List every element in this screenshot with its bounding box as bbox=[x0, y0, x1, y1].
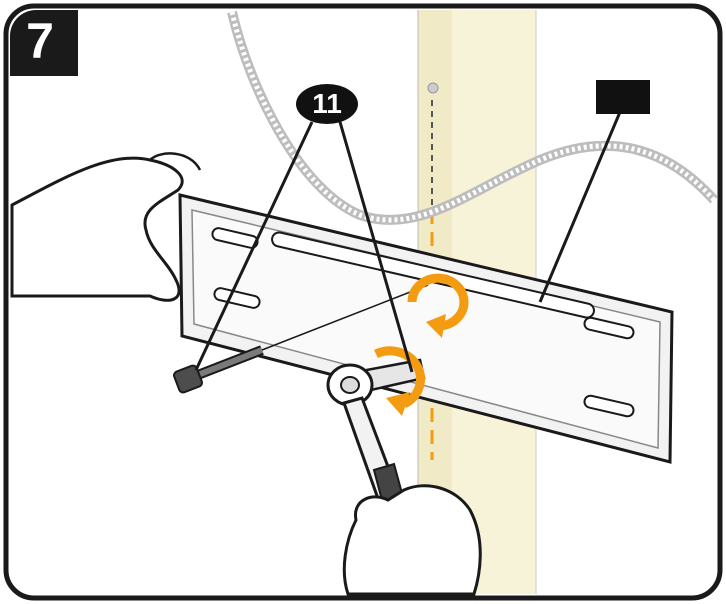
lag-bolt bbox=[173, 284, 429, 394]
leader-line-wall-plate bbox=[538, 111, 622, 303]
wall-plate-callout bbox=[596, 80, 650, 114]
part-callout: 11 bbox=[296, 84, 358, 124]
left-hand bbox=[10, 152, 202, 302]
right-hand bbox=[342, 484, 482, 596]
step-badge bbox=[10, 10, 78, 76]
pilot-hole bbox=[427, 82, 439, 94]
step-number: 7 bbox=[26, 13, 54, 69]
wall-plate bbox=[178, 193, 674, 464]
leader-line-part-11-a bbox=[194, 121, 314, 371]
rotate-clockwise-icon bbox=[374, 346, 425, 416]
rotate-clockwise-icon bbox=[407, 273, 469, 338]
leader-line-part-11-b bbox=[338, 121, 414, 373]
